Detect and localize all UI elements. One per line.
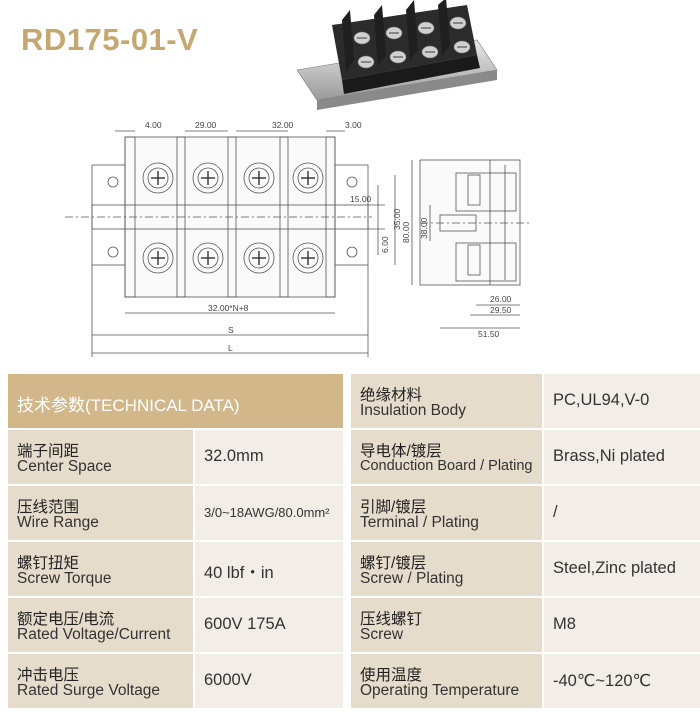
param-value: PC,UL94,V-0 [544,374,700,428]
dim-top-2: 29.00 [195,120,217,130]
param-value: 3/0~18AWG/80.0mm² [195,486,343,540]
param-label: 绝缘材料 Insulation Body [351,374,542,428]
table-row: 冲击电压 Rated Surge Voltage 6000V 使用温度 Oper… [8,654,700,708]
dim-right-3: 6.00 [380,236,390,253]
param-value: 32.0mm [195,430,343,484]
table-row: 额定电压/电流 Rated Voltage/Current 600V 175A … [8,598,700,652]
param-en: Insulation Body [360,402,466,419]
param-zh: 螺钉/镀层 [360,555,427,572]
param-value-text: M8 [553,615,576,633]
param-zh: 额定电压/电流 [17,611,115,628]
dim-side-v1: 80.00 [401,221,411,243]
table-row: 技术参数(TECHNICAL DATA) 绝缘材料 Insulation Bod… [8,374,700,428]
product-title: RD175-01-V [21,22,199,57]
param-value-text: 40 lbf・in [204,564,274,582]
param-en: Center Space [17,458,112,475]
param-value-text: PC,UL94,V-0 [553,391,650,409]
param-label: 压线范围 Wire Range [8,486,193,540]
param-label: 使用温度 Operating Temperature [351,654,542,708]
param-value: 40 lbf・in [195,542,343,596]
param-en: Wire Range [17,514,99,531]
param-en: Rated Surge Voltage [17,682,161,699]
param-zh: 压线范围 [17,499,80,516]
param-value: / [544,486,700,540]
param-zh: 导电体/镀层 [360,443,442,460]
dim-bottom-2: S [228,325,234,335]
param-zh: 压线螺钉 [360,611,423,628]
param-value: Brass,Ni plated [544,430,700,484]
param-value: Steel,Zinc plated [544,542,700,596]
param-value-text: 600V 175A [204,615,286,633]
dim-side-h3: 51.50 [478,329,500,339]
param-value: 600V 175A [195,598,343,652]
table-row: 压线范围 Wire Range 3/0~18AWG/80.0mm² 引脚/镀层 … [8,486,700,540]
dim-bottom-1: 32.00*N+8 [208,303,249,313]
param-value-text: -40℃~120℃ [553,672,652,690]
param-label: 压线螺钉 Screw [351,598,542,652]
param-label: 冲击电压 Rated Surge Voltage [8,654,193,708]
dim-top-3: 32.00 [272,120,294,130]
param-en: Operating Temperature [360,682,520,699]
dim-top-1: 4.00 [145,120,162,130]
param-en: Conduction Board / Plating [360,458,533,474]
param-en: Screw / Plating [360,570,464,587]
param-en: Rated Voltage/Current [17,626,171,643]
dim-side-h1: 26.00 [490,294,512,304]
table-header-label: 技术参数(TECHNICAL DATA) [17,396,240,415]
dim-top-4: 3.00 [345,120,362,130]
param-label: 额定电压/电流 Rated Voltage/Current [8,598,193,652]
param-value: -40℃~120℃ [544,654,700,708]
table-header: 技术参数(TECHNICAL DATA) [8,374,343,428]
param-label: 导电体/镀层 Conduction Board / Plating [351,430,542,484]
param-zh: 绝缘材料 [360,387,423,404]
param-zh: 引脚/镀层 [360,499,427,516]
param-value: M8 [544,598,700,652]
param-value-text: 6000V [204,671,252,689]
param-zh: 螺钉扭矩 [17,555,80,572]
param-label: 引脚/镀层 Terminal / Plating [351,486,542,540]
param-label: 端子间距 Center Space [8,430,193,484]
technical-drawing: 4.00 29.00 32.00 3.00 15.00 35.00 6.00 3… [65,120,530,357]
dim-bottom-3: L [228,343,233,353]
param-value-text: Steel,Zinc plated [553,559,676,577]
table-row: 端子间距 Center Space 32.0mm 导电体/镀层 Conducti… [8,430,700,484]
param-zh: 冲击电压 [17,667,80,684]
param-value-text: Brass,Ni plated [553,447,665,465]
param-value-text: 3/0~18AWG/80.0mm² [204,505,330,520]
table-row: 螺钉扭矩 Screw Torque 40 lbf・in 螺钉/镀层 Screw … [8,542,700,596]
param-zh: 使用温度 [360,667,423,684]
dim-right-2: 35.00 [392,208,402,230]
param-value-text: 32.0mm [204,447,264,465]
param-value-text: / [553,503,558,521]
param-en: Screw Torque [17,570,112,587]
param-label: 螺钉扭矩 Screw Torque [8,542,193,596]
param-en: Terminal / Plating [360,514,479,531]
param-zh: 端子间距 [17,443,80,460]
param-value: 6000V [195,654,343,708]
param-label: 螺钉/镀层 Screw / Plating [351,542,542,596]
dim-right-1: 15.00 [350,194,372,204]
param-en: Screw [360,626,404,643]
product-photo [296,0,498,110]
dim-side-h2: 29.50 [490,305,512,315]
dim-side-v2: 38.00 [419,217,429,239]
